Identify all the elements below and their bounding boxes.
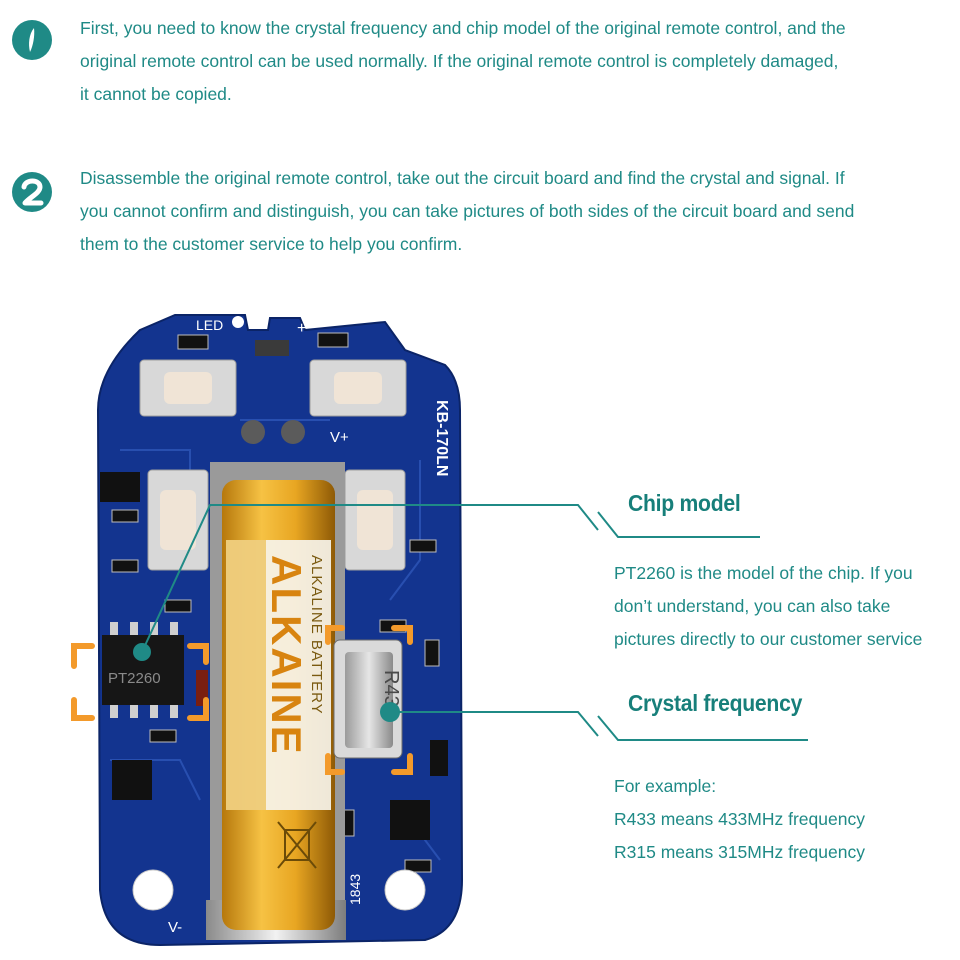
step-2-line: them to the customer service to help you… (80, 234, 463, 254)
crystal-description-line: For example: (614, 776, 717, 796)
date-code: 1843 (347, 874, 363, 905)
chip-description-line: don’t understand, you can also take (614, 596, 891, 616)
chip-callout-line (141, 504, 760, 653)
battery: ALKAINE ALKALINE BATTERY (222, 480, 335, 930)
crystal-callout-line (390, 711, 808, 741)
crystal-highlight-bracket (325, 625, 413, 775)
chip-description-line: PT2260 is the model of the chip. If you (614, 563, 913, 583)
crystal-callout-dot (380, 702, 400, 722)
step-2-line: Disassemble the original remote control,… (80, 168, 845, 188)
battery-subtext: ALKALINE BATTERY (308, 555, 325, 715)
tact-button (309, 359, 407, 417)
vminus-label: V- (168, 919, 182, 936)
chip-description-line: pictures directly to our customer servic… (614, 629, 923, 649)
step-2-line: you cannot confirm and distinguish, you … (80, 201, 855, 221)
step-2-badge-icon: 2 (12, 172, 52, 212)
plus-label: + (297, 320, 306, 337)
step-1-text: First, you need to know the crystal freq… (80, 12, 940, 111)
chip-callout-dot (133, 643, 151, 661)
chip-pt2260: PT2260 (102, 622, 184, 718)
model-label: KB-170LN (433, 400, 450, 476)
tact-button (344, 469, 406, 571)
chip-model-description: PT2260 is the model of the chip. If you … (614, 557, 922, 656)
vplus-label: V+ (330, 429, 349, 446)
chip-marking: PT2260 (108, 670, 161, 687)
tact-button (147, 469, 209, 571)
tact-button (139, 359, 237, 417)
step-1-badge-icon: 1 (12, 20, 52, 60)
crystal-description-line: R315 means 315MHz frequency (614, 842, 865, 862)
step-1-line: First, you need to know the crystal freq… (80, 18, 846, 38)
crystal-frequency-title: Crystal frequency (628, 690, 803, 716)
battery-brand: ALKAINE (263, 555, 310, 756)
step-1-line: it cannot be copied. (80, 84, 232, 104)
chip-model-title: Chip model (628, 490, 741, 516)
crystal-description-line: R433 means 433MHz frequency (614, 809, 865, 829)
step-1-line: original remote control can be used norm… (80, 51, 839, 71)
led-label: LED (196, 317, 223, 333)
step-2-text: Disassemble the original remote control,… (80, 162, 940, 261)
chip-highlight-bracket (71, 643, 209, 721)
crystal-frequency-description: For example: R433 means 433MHz frequency… (614, 770, 865, 869)
crystal-r433: R433 (333, 639, 403, 759)
